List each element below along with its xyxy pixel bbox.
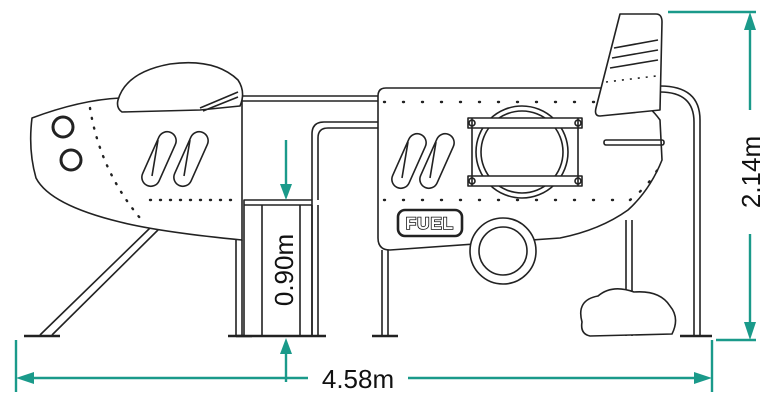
front-support-legs [24,227,161,338]
platform-section [236,199,326,338]
wheel [469,217,537,285]
nose-cone [29,97,243,241]
crawl-arch [311,121,378,200]
cockpit-canopy [116,61,244,113]
rock [579,288,677,337]
airplane-structure [24,13,712,338]
fuel-badge [396,208,464,238]
nose-porthole-upper [51,115,75,139]
fuselage-window [467,105,583,199]
nose-slots [141,130,209,188]
total-width-label: 4.58m [322,364,394,394]
dimension-arrows [16,12,756,384]
fuel-label: FUEL [406,214,454,233]
platform-height-label: 0.90m [269,234,299,306]
fuselage-slots [391,132,455,190]
top-rails [242,95,378,102]
total-height-label: 2.14m [736,136,764,208]
rear-handle [659,85,701,336]
nose-porthole-lower [59,148,83,172]
